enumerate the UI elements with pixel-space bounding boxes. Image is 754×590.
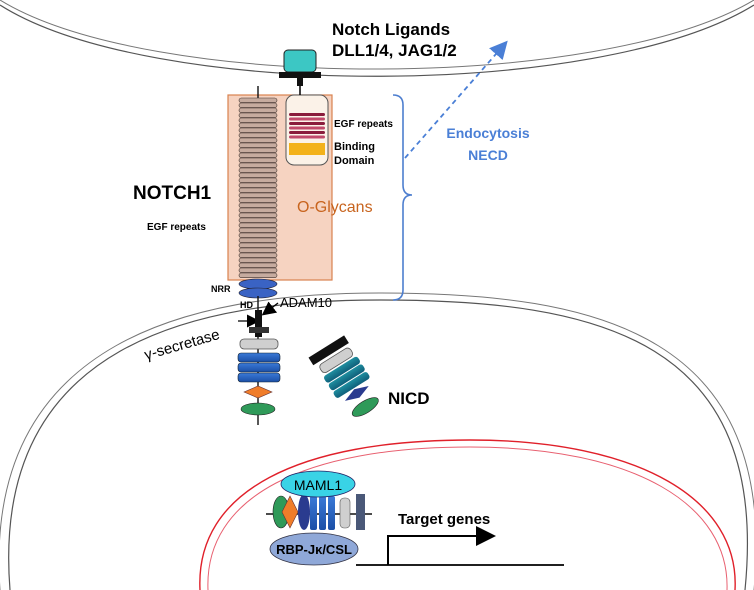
egf-repeats-left-label: EGF repeats xyxy=(147,222,206,233)
nucleus-membrane-inner xyxy=(207,446,728,590)
transmembrane-block xyxy=(255,310,262,337)
egf-repeat xyxy=(238,202,278,208)
egf-repeat xyxy=(238,182,278,188)
gamma-secretase-label: γ-secretase xyxy=(142,326,221,364)
binding-domain-label-1: Binding xyxy=(334,141,375,153)
egf-repeat xyxy=(238,122,278,128)
binding-domain-block xyxy=(289,143,325,155)
binding-egf-repeat xyxy=(289,113,325,116)
endocytosis-label: Endocytosis xyxy=(446,125,529,141)
egf-repeat xyxy=(238,262,278,268)
egf-repeat xyxy=(238,267,278,273)
egf-repeat xyxy=(238,162,278,168)
egf-repeat xyxy=(238,132,278,138)
maml1-protein xyxy=(280,470,356,498)
egf-repeat xyxy=(238,252,278,258)
egf-repeat xyxy=(238,177,278,183)
ligand-binding-region xyxy=(285,94,329,166)
signal-cell-membrane-outer xyxy=(0,0,754,70)
egf-repeat xyxy=(238,137,278,143)
maml1-label: MAML1 xyxy=(294,477,342,493)
target-genes-label: Target genes xyxy=(398,511,490,528)
egf-repeat xyxy=(238,237,278,243)
negative-regulatory-region xyxy=(238,278,278,299)
egf-repeat xyxy=(238,107,278,113)
nrr-label: NRR xyxy=(211,284,231,294)
o-glycans-label: O-Glycans xyxy=(297,199,373,216)
rbp-jk-label: RBP-Jκ/CSL xyxy=(276,542,352,557)
egf-repeat xyxy=(238,247,278,253)
egf-repeats-top-label: EGF repeats xyxy=(334,119,393,130)
ligands-names: DLL1/4, JAG1/2 xyxy=(332,41,457,60)
egf-repeat xyxy=(238,212,278,218)
necd-label: NECD xyxy=(468,147,508,163)
hd-label: HD xyxy=(240,300,253,310)
notch-ligand xyxy=(279,49,321,86)
binding-egf-repeat xyxy=(289,117,325,121)
endocytosis-arrow xyxy=(404,40,508,159)
binding-egf-repeat xyxy=(289,135,325,139)
egf-repeat xyxy=(238,127,278,133)
egf-repeat xyxy=(238,217,278,223)
egf-repeat xyxy=(238,157,278,163)
notch1-label: NOTCH1 xyxy=(133,183,212,204)
adam10-arrow xyxy=(261,301,279,316)
egf-repeat xyxy=(238,197,278,203)
nucleus-membrane xyxy=(199,439,736,590)
egf-repeat xyxy=(238,187,278,193)
egf-repeat xyxy=(238,272,278,278)
egf-repeat xyxy=(238,112,278,118)
egf-repeat xyxy=(238,147,278,153)
notch1-egf-repeat-stack xyxy=(238,86,278,278)
egf-repeat xyxy=(238,142,278,148)
intracellular-domain xyxy=(237,338,281,416)
egf-repeat xyxy=(238,172,278,178)
binding-egf-repeat xyxy=(289,126,325,130)
receiving-cell-membrane-outer xyxy=(0,292,754,590)
egf-repeat xyxy=(238,102,278,108)
necd-bracket xyxy=(392,94,413,301)
egf-repeat xyxy=(238,152,278,158)
nicd-label: NICD xyxy=(388,389,430,408)
egf-repeat xyxy=(238,207,278,213)
nicd-fragment xyxy=(308,335,379,417)
egf-repeat xyxy=(238,242,278,248)
binding-domain-label-2: Domain xyxy=(334,155,375,167)
adam10-label: ADAM10 xyxy=(280,295,332,310)
egf-repeat xyxy=(238,167,278,173)
rbp-jk-protein xyxy=(269,532,359,566)
egf-repeat xyxy=(238,227,278,233)
egf-repeat xyxy=(238,222,278,228)
ligands-title: Notch Ligands xyxy=(332,20,450,39)
signal-cell-membrane xyxy=(0,4,754,77)
transcription-complex xyxy=(266,494,372,530)
receiving-cell-membrane xyxy=(8,299,748,590)
egf-repeat xyxy=(238,117,278,123)
egf-repeat xyxy=(238,192,278,198)
binding-egf-repeat xyxy=(289,122,325,125)
egf-repeat xyxy=(238,232,278,238)
egf-repeat xyxy=(238,97,278,103)
transcription-start-arrow xyxy=(387,526,496,565)
egf-repeat xyxy=(238,257,278,263)
binding-egf-repeat xyxy=(289,131,325,134)
